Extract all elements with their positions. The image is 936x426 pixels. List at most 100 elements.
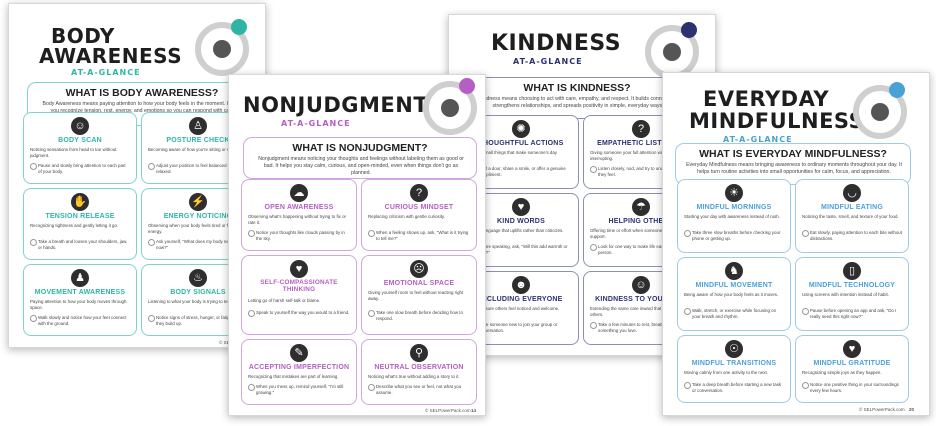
page-number: 14 [471,408,477,413]
heart-plant-icon: ♥ [843,340,861,358]
card-description: Giving someone your full attention witho… [590,150,672,161]
card-prompt: Listen closely, nod, and try to understa… [590,166,692,178]
card-description: Using language that uplifts rather than … [470,228,564,233]
card-self-compassionate-thinking: ♥ SELF-COMPASSIONATE THINKING Letting go… [241,255,357,335]
card-prompt: Describe what you see or feel, not what … [368,384,470,396]
helping-hand-icon: ☂ [632,198,650,216]
card-prompt: Take one slow breath before deciding how… [368,310,470,322]
checklist-icon: ✎ [290,344,308,362]
card-title: OPEN AWARENESS [264,204,334,211]
sunrise-icon: ☀ [725,184,743,202]
card-mindful-transitions: ☉ MINDFUL TRANSITIONS Moving calmly from… [677,335,791,403]
card-description: Becoming aware of how you're sitting or … [148,147,245,152]
open-mind-icon: ☁ [290,184,308,202]
card-title: POSTURE CHECK [166,137,230,144]
card-title: MINDFUL GRATITUDE [813,360,891,367]
card-prompt: Adjust your position to feel balanced an… [148,163,248,175]
card-prompt: When a feeling shows up, ask, "What is i… [368,230,470,242]
tension-icon: ✋ [71,193,89,211]
card-description: Observing what's happening without tryin… [248,214,346,225]
card-description: Noticing sensations from head to toe wit… [30,147,117,158]
card-title: SELF-COMPASSIONATE THINKING [260,279,338,294]
sheet-title: NONJUDGMENT [243,93,429,117]
card-curious-mindset: ? CURIOUS MINDSET Replacing criticism wi… [361,179,477,251]
card-title: CURIOUS MINDSET [384,204,454,211]
card-title: MOVEMENT AWARENESS [34,289,126,296]
phone-icon: ▯ [843,262,861,280]
card-title: THOUGHTFUL ACTIONS [478,140,564,147]
what-is-title: WHAT IS EVERYDAY MINDFULNESS? [699,148,887,160]
what-is-description: Body Awareness means paying attention to… [42,101,244,115]
what-is-box: WHAT IS EVERYDAY MINDFULNESS? Everyday M… [675,143,911,185]
walking-icon: ♟ [71,269,89,287]
card-prompt: Notice one positive thing in your surrou… [802,382,902,394]
card-title: MINDFUL MOVEMENT [695,282,773,289]
card-description: Extending the same care inward that you … [590,306,684,317]
card-prompt: Walk slowly and notice how your feet con… [30,315,130,327]
card-description: Being aware of how your body feels as it… [684,292,779,297]
what-is-title: WHAT IS BODY AWARENESS? [65,87,219,99]
ear-icon: ? [632,120,650,138]
card-description: Observing when your body feels tired or … [148,223,238,234]
card-prompt: Walk, stretch, or exercise while focusin… [684,308,784,320]
card-description: Giving yourself room to feel without rea… [368,290,464,301]
card-description: Making sure others feel noticed and welc… [470,306,560,311]
energy-icon: ⚡ [189,193,207,211]
card-title: MINDFUL EATING [820,204,884,211]
sel-wheel-logo [195,19,249,76]
footer-copyright: © SELPowerPack.com [859,407,905,412]
sel-wheel-logo [853,82,907,139]
card-tension-release: ✋ TENSION RELEASE Recognizing tightness … [23,188,137,260]
card-neutral-observation: ⚲ NEUTRAL OBSERVATION Noticing what's tr… [361,339,477,405]
card-title: HELPING OTHERS [608,218,674,225]
sheet-title: EVERYDAY [703,87,830,111]
everyday-mindfulness-sheet: EVERYDAY MINDFULNESS AT-A-GLANCE WHAT IS… [662,72,930,416]
card-movement-awareness: ♟ MOVEMENT AWARENESS Paying attention to… [23,264,137,336]
card-title: MINDFUL TECHNOLOGY [808,282,896,289]
sheet-title: BODY [51,24,115,48]
posture-icon: ♙ [189,117,207,135]
card-description: Paying attention to how your body moves … [30,299,127,310]
card-description: Moving calmly from one activity to the n… [684,370,768,375]
running-icon: ♞ [725,262,743,280]
card-open-awareness: ☁ OPEN AWARENESS Observing what's happen… [241,179,357,251]
card-prompt: Take three slow breaths before checking … [684,230,784,242]
card-mindful-eating: ◡ MINDFUL EATING Noticing the taste, sme… [795,179,909,253]
card-prompt: Look for one way to make life easier for… [590,244,692,256]
card-title: NEUTRAL OBSERVATION [374,364,464,371]
card-emotional-space: ☹ EMOTIONAL SPACE Giving yourself room t… [361,255,477,335]
sheet-subtitle: AT-A-GLANCE [281,119,351,128]
card-body-scan: ☺ BODY SCAN Noticing sensations from hea… [23,112,137,184]
heart-chat-icon: ♥ [512,198,530,216]
card-description: Noticing the taste, smell, and texture o… [802,214,899,219]
what-is-title: WHAT IS KINDNESS? [523,82,631,94]
bowl-icon: ◡ [843,184,861,202]
card-prompt: Notice your thoughts like clouds passing… [248,230,350,242]
sel-wheel-logo [423,78,477,135]
what-is-description: Kindness means choosing to act with care… [478,96,677,110]
card-title: KIND WORDS [497,218,545,225]
sheet-title-line2: MINDFULNESS [689,109,865,133]
emotion-faces-icon: ☹ [410,260,428,278]
sheet-title-line2: AWARENESS [39,44,183,68]
card-prompt: When you mess up, remind yourself, "I'm … [248,384,350,396]
card-description: Listening to what your body is trying to… [148,299,240,304]
card-description: Replacing criticism with gentle curiosit… [368,214,446,219]
body-scan-icon: ☺ [71,117,89,135]
card-prompt: Eat slowly, paying attention to each bit… [802,230,902,242]
group-icon: ☻ [512,276,530,294]
card-mindful-technology: ▯ MINDFUL TECHNOLOGY Using screens with … [795,257,909,331]
card-title: BODY SIGNALS [170,289,226,296]
card-title: EMOTIONAL SPACE [383,280,455,287]
card-description: Offering time or effort when someone nee… [590,228,676,239]
card-title: ENERGY NOTICING [163,213,233,220]
card-mindful-gratitude: ♥ MINDFUL GRATITUDE Recognizing simple j… [795,335,909,403]
card-prompt: Pause before opening an app and ask, "Do… [802,308,902,320]
card-accepting-imperfection: ✎ ACCEPTING IMPERFECTION Recognizing tha… [241,339,357,405]
body-awareness-sheet: BODY AWARENESS AT-A-GLANCE WHAT IS BODY … [8,3,266,348]
card-title: ACCEPTING IMPERFECTION [248,364,350,371]
head-profile-icon: ☉ [725,340,743,358]
self-hug-icon: ☺ [632,276,650,294]
magnifier-icon: ⚲ [410,344,428,362]
card-title: MINDFUL MORNINGS [696,204,772,211]
